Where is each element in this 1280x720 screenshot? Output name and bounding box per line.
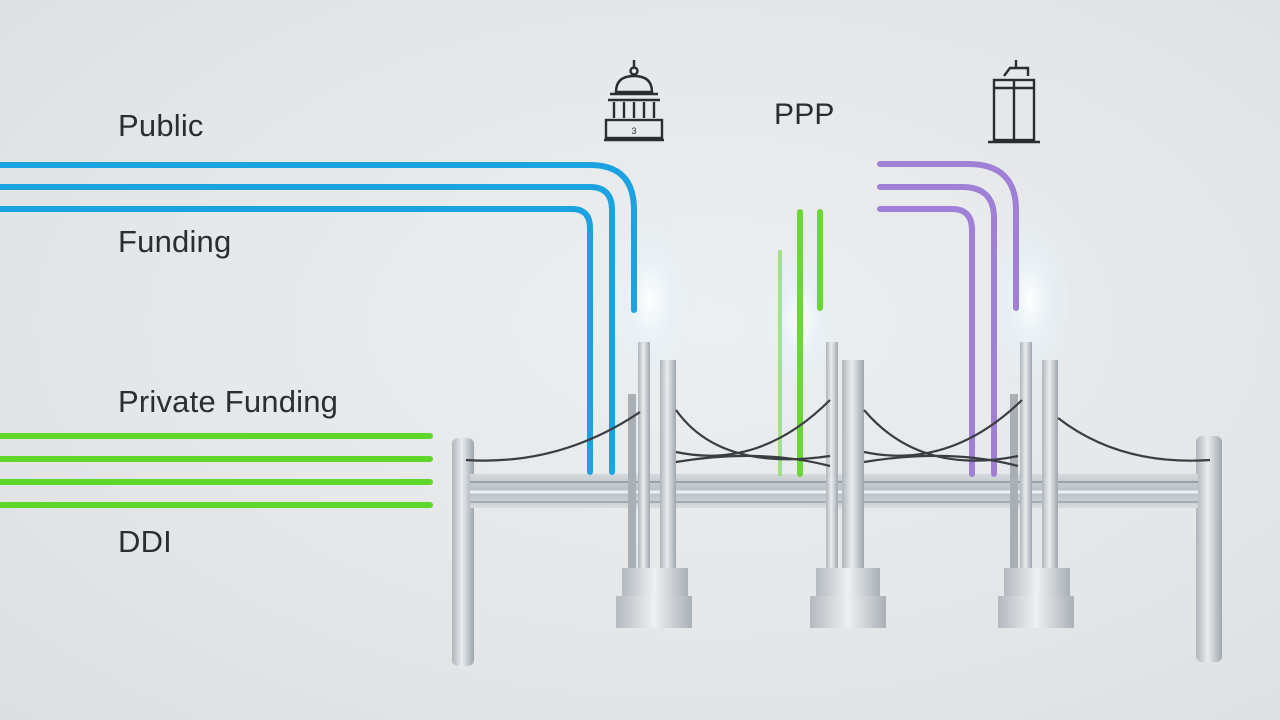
partnership-lines (877, 161, 1019, 477)
public-line-3 (0, 206, 593, 475)
office-tower-icon (988, 60, 1040, 144)
cable-7 (863, 454, 1019, 468)
ddi-label: DDI (118, 524, 172, 559)
public-funding-lines (0, 162, 637, 475)
pillar-middle (810, 342, 886, 628)
pillar-left (616, 342, 692, 628)
cable-5 (863, 409, 1019, 462)
ppp-label: PPP (774, 98, 835, 131)
cable-4 (675, 454, 831, 468)
cable-1 (465, 411, 641, 462)
cable-3 (675, 399, 831, 457)
purple-line-1 (877, 161, 1019, 311)
glow-right (984, 210, 1076, 390)
cable-6 (863, 399, 1023, 457)
government-building-icon (604, 60, 664, 142)
glow-left (604, 210, 696, 390)
public-line-2 (0, 184, 615, 475)
cable-8 (1057, 417, 1211, 462)
funding-label: Funding (118, 224, 232, 259)
private-funding-lines (0, 433, 433, 508)
public-line-1 (0, 162, 637, 313)
suspension-cables (465, 399, 1211, 468)
end-post-right (1196, 436, 1222, 662)
pillar-right (998, 342, 1074, 628)
building-plaque-text: 3 (631, 126, 636, 136)
purple-line-2 (877, 184, 997, 477)
public-label: Public (118, 108, 204, 143)
private-funding-label: Private Funding (118, 384, 339, 419)
cable-2 (675, 409, 831, 461)
purple-line-3 (877, 206, 975, 477)
end-post-left (452, 438, 474, 666)
